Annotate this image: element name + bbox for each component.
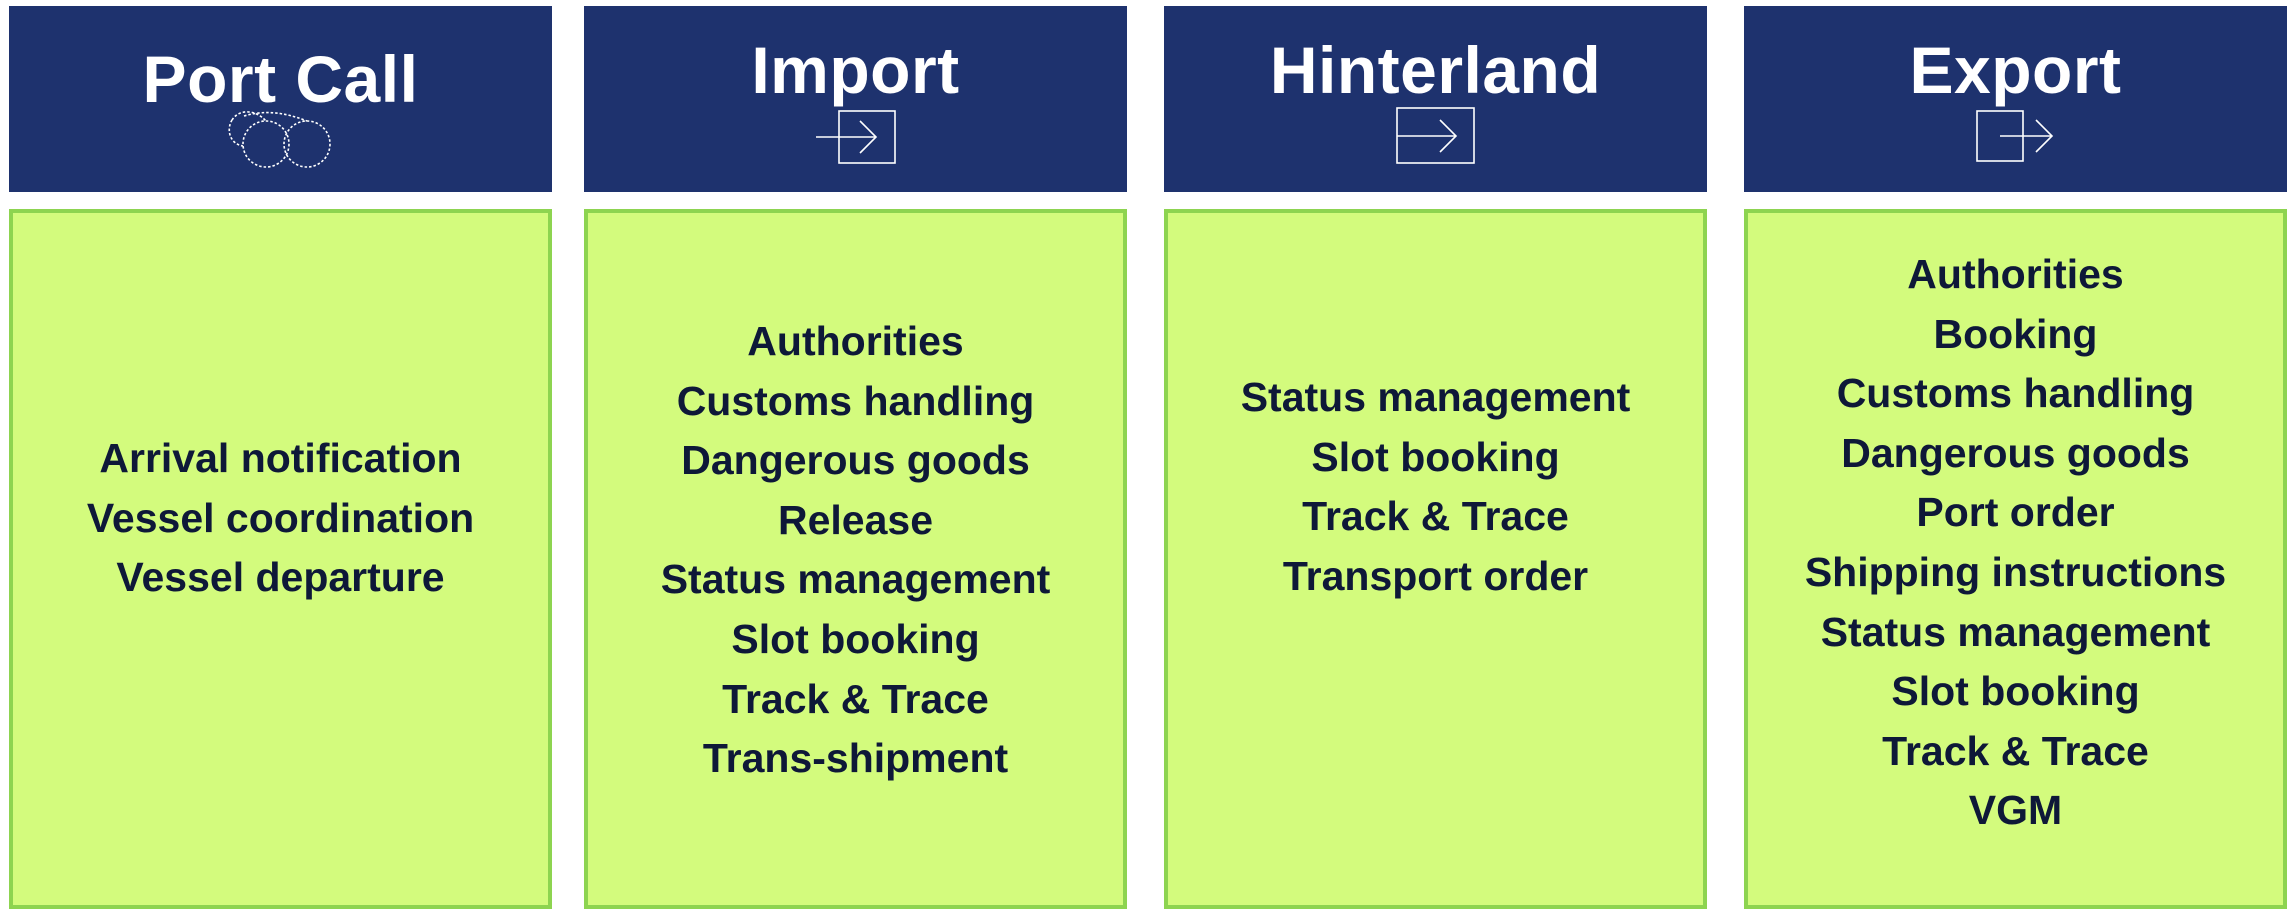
list-item: Slot booking [1891,668,2140,715]
arrow-into-box-icon [815,110,896,164]
list-item: Dangerous goods [1841,429,2190,476]
column-title: Import [751,33,960,107]
list-item: Dangerous goods [681,437,1030,484]
list-item: Status management [1240,374,1631,420]
column-title: Port Call [142,42,419,116]
list-item: Slot booking [1311,433,1560,480]
column-header: Port Call [9,6,552,192]
list-item: Authorities [1907,251,2124,297]
column-import: Import Authorities Customs handling Dang… [584,0,1127,909]
list-item: Shipping instructions [1804,548,2227,595]
column-body: Authorities Booking Customs handling Dan… [1744,209,2287,909]
item-list: Authorities Customs handling Dangerous g… [588,312,1123,789]
list-item: Slot booking [731,615,980,662]
list-item: Authorities [747,318,964,364]
list-item: Track & Trace [1302,493,1569,540]
list-item: Track & Trace [722,675,989,722]
item-list: Arrival notification Vessel coordination… [13,429,548,608]
arrow-out-of-box-icon [1975,110,2053,162]
list-item: Vessel coordination [86,494,475,541]
column-port-call: Port Call Arrival notification Vessel co… [9,0,552,909]
list-item: Status management [660,556,1051,603]
column-title: Export [1909,33,2122,107]
vessels-icon [228,111,331,168]
column-title: Hinterland [1269,33,1602,107]
list-item: Vessel departure [116,554,445,601]
item-list: Status management Slot booking Track & T… [1168,368,1703,606]
list-item: Customs handling [676,377,1035,424]
list-item: Track & Trace [1882,727,2149,774]
list-item: Transport order [1282,552,1589,599]
column-header: Hinterland [1164,6,1707,192]
list-item: Customs handling [1836,370,2195,417]
column-hinterland: Hinterland Status management Slot bookin… [1164,0,1707,909]
column-body: Authorities Customs handling Dangerous g… [584,209,1127,909]
column-header: Export [1744,6,2287,192]
column-body: Status management Slot booking Track & T… [1164,209,1707,909]
list-item: Arrival notification [99,435,462,481]
column-body: Arrival notification Vessel coordination… [9,209,552,909]
list-item: Port order [1916,489,2115,536]
list-item: Trans-shipment [702,735,1009,782]
item-list: Authorities Booking Customs handling Dan… [1748,245,2283,841]
list-item: Release [777,496,933,543]
arrow-right-in-box-icon [1395,107,1475,164]
column-header: Import [584,6,1127,192]
list-item: VGM [1968,787,2063,834]
list-item: Status management [1820,608,2211,655]
list-item: Booking [1933,310,2098,357]
column-export: Export Authorities Booking Customs handl… [1744,0,2287,909]
